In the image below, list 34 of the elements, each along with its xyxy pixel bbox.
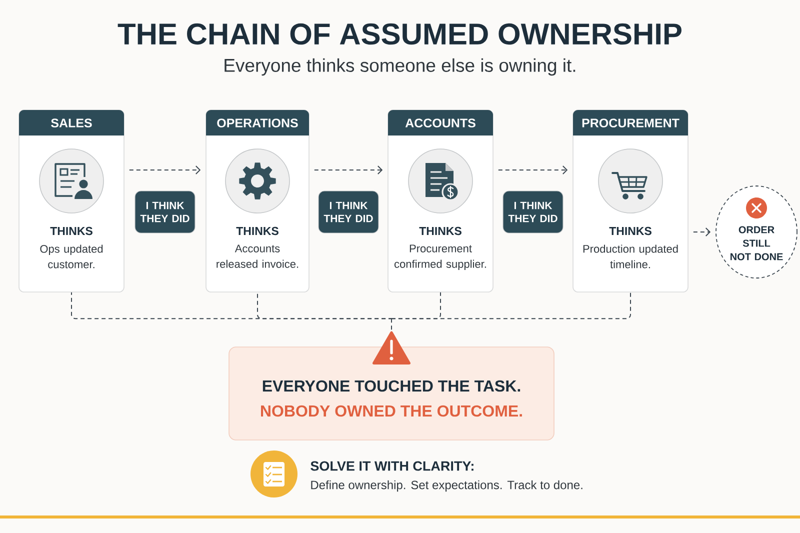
tip-heading: SOLVE IT WITH CLARITY: (310, 461, 474, 471)
alert-text: NOBODY OWNED THE OUTCOME. (261, 405, 522, 417)
card-subheading: THINKS (609, 226, 652, 236)
card (206, 110, 310, 292)
card-text: Procurement confirmed supplier. (394, 244, 486, 270)
arrow (692, 228, 711, 236)
card-header: OPERATIONS (206, 110, 309, 136)
status-circle (716, 186, 798, 278)
card-text: Ops updated customer. (40, 244, 103, 268)
arrow (128, 166, 201, 174)
card (572, 110, 688, 292)
card (18, 110, 124, 292)
card-text: Accounts released invoice. (216, 244, 298, 268)
connector-line (391, 292, 631, 320)
connector-line (257, 292, 392, 320)
card-header: SALES (19, 110, 124, 136)
card-subheading: THINKS (236, 226, 278, 236)
card-subheading: THINKS (419, 226, 462, 236)
card-header: PROCUREMENT (573, 110, 688, 136)
title: THE CHAIN OF ASSUMED OWNERSHIP (118, 23, 682, 45)
badge: I THINK THEY DID (134, 190, 196, 234)
card (388, 110, 494, 292)
arrow (498, 166, 568, 174)
card-text: Production updated timeline. (583, 244, 678, 268)
subtitle: Everyone thinks someone else is owning it. (224, 58, 576, 76)
badge: I THINK THEY DID (318, 190, 379, 234)
card-header: ACCOUNTS (388, 110, 493, 136)
tip-text: Define ownership. Set expectations. Track to done. (311, 480, 582, 492)
arrow (314, 166, 383, 174)
card-subheading: THINKS (50, 226, 92, 236)
status-text: ORDER STILL NOT DONE (730, 226, 783, 260)
connector-line (391, 318, 392, 330)
badge: I THINK THEY DID (502, 190, 564, 234)
alert-text: EVERYONE TOUCHED THE TASK. (262, 380, 520, 392)
